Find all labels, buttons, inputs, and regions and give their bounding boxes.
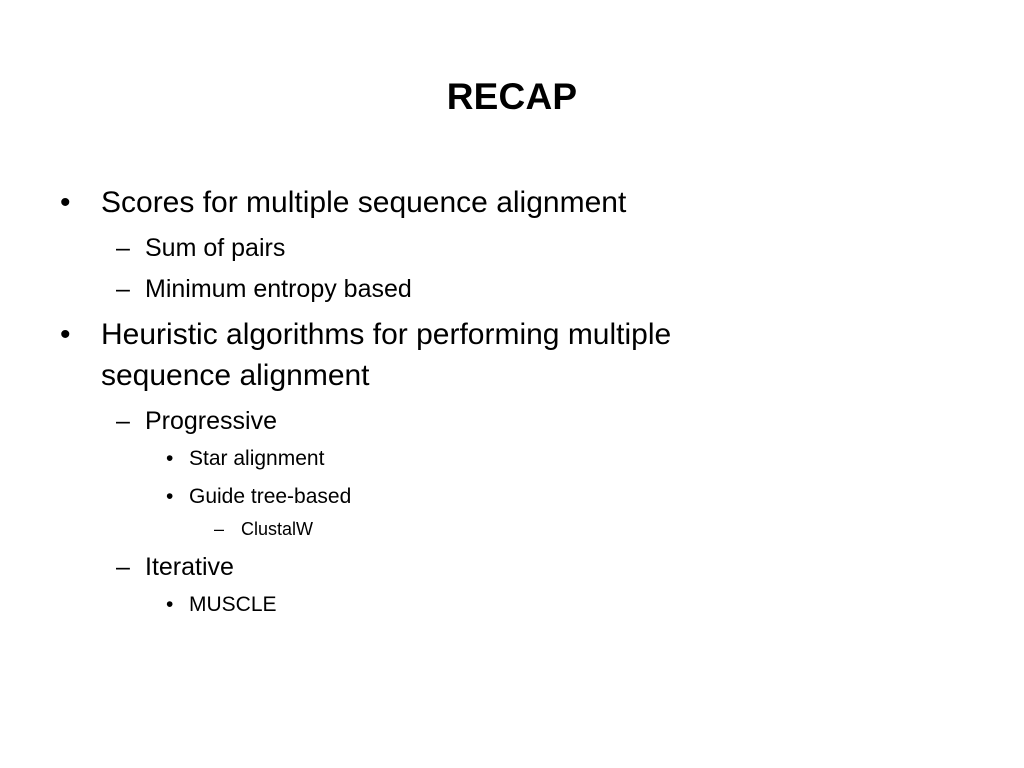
bullet-marker: •	[60, 186, 71, 219]
list-item-text: Minimum entropy based	[145, 275, 412, 303]
list-item: – Minimum entropy based	[116, 270, 956, 308]
dash-marker: –	[116, 553, 130, 581]
dash-marker: –	[214, 519, 225, 539]
dash-marker: –	[116, 275, 130, 303]
list-item: – ClustalW	[214, 516, 956, 542]
list-item-text: ClustalW	[241, 519, 314, 539]
list-item-text: Iterative	[145, 553, 234, 581]
list-item-text: Progressive	[145, 407, 277, 435]
slide-content: • Scores for multiple sequence alignment…	[56, 182, 956, 620]
bullet-marker: •	[60, 318, 71, 351]
list-item: • Guide tree-based	[164, 482, 956, 512]
bullet-marker: •	[166, 447, 174, 470]
list-item: – Progressive	[116, 402, 956, 440]
dash-marker: –	[116, 407, 130, 435]
bullet-marker: •	[166, 593, 174, 616]
list-item: • Scores for multiple sequence alignment	[56, 182, 956, 223]
list-item-text: Sum of pairs	[145, 234, 286, 262]
list-item-text: Scores for multiple sequence alignment	[101, 186, 627, 219]
list-item-text: Star alignment	[189, 447, 325, 470]
list-item: • Star alignment	[164, 444, 956, 474]
dash-marker: –	[116, 234, 130, 262]
slide-title: RECAP	[446, 76, 578, 117]
list-item-text: MUSCLE	[189, 593, 277, 616]
list-item: – Sum of pairs	[116, 229, 956, 267]
list-item: • Heuristic algorithms for performing mu…	[56, 314, 956, 396]
list-item-text-line1: Heuristic algorithms for performing mult…	[101, 318, 672, 351]
list-item: • MUSCLE	[164, 590, 956, 620]
bullet-marker: •	[166, 485, 174, 508]
list-item: – Iterative	[116, 548, 956, 586]
list-item-text: Guide tree-based	[189, 485, 352, 508]
list-item-text-line2: sequence alignment	[101, 359, 370, 392]
